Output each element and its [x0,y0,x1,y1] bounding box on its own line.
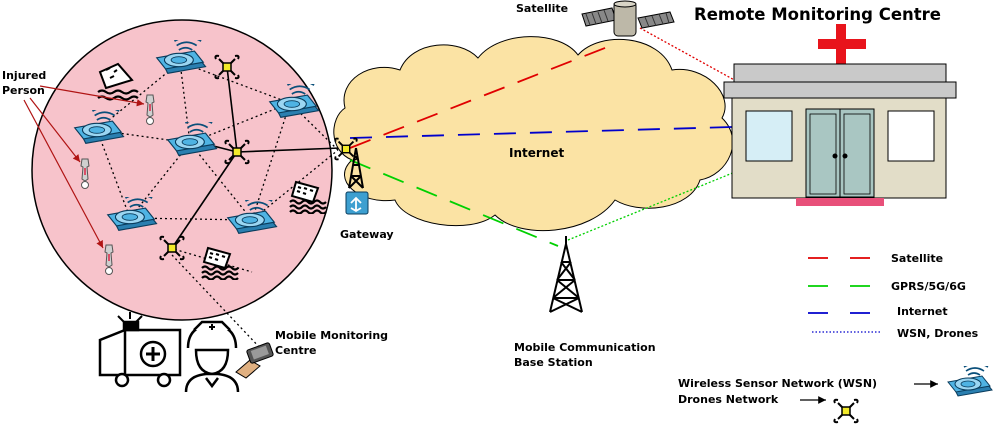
injured-label: Person [2,84,45,97]
sensor-node-icon [947,366,993,397]
legend-item-satellite: Satellite [808,252,943,265]
base-station-to-centre-link [567,169,741,241]
injured-label: Injured [2,69,46,82]
satellite-to-centre-link [639,27,739,83]
legend: Satellite GPRS/5G/6G Internet WSN, Drone… [808,252,979,340]
smartphone-icon[interactable] [235,342,274,379]
router-icon[interactable] [345,191,369,215]
antenna-tower-icon[interactable] [549,236,583,313]
drone-to-mobile-link [171,254,263,351]
legend-item-wsn-drones: WSN, Drones [812,327,979,340]
gprs-link [349,159,559,247]
satellite-label: Satellite [516,2,568,15]
injured-arrows [23,85,145,249]
base-station-label: Mobile Communication [514,341,656,354]
drone-icon [833,398,859,424]
svg-text:WSN, Drones: WSN, Drones [897,327,979,340]
internet-link [349,126,733,139]
legend-item-gprs: GPRS/5G/6G [808,280,966,293]
red-cross-icon [818,24,866,64]
satellite-link [349,43,616,149]
injured-person-icon [104,244,114,276]
mobile-monitoring-label: Mobile Monitoring [275,329,388,342]
mobile-monitoring-label: Centre [275,344,317,357]
svg-text:Satellite: Satellite [891,252,943,265]
page-title: Remote Monitoring Centre [694,5,941,24]
gateway-tower-icon[interactable] [334,137,364,189]
injured-person-icon [145,94,155,126]
collapsed-building-icon [97,62,139,101]
svg-text:GPRS/5G/6G: GPRS/5G/6G [891,280,966,293]
gateway-label: Gateway [340,228,394,241]
ambulance-icon[interactable] [98,312,182,388]
base-station-label: Base Station [514,356,593,369]
injured-person-icon [80,158,90,190]
wsn-network-label: Wireless Sensor Network (WSN) [678,377,877,390]
svg-text:Internet: Internet [897,305,948,318]
hospital-building[interactable] [723,63,957,206]
nurse-icon[interactable] [184,320,240,393]
satellite-icon[interactable] [581,0,675,37]
internet-cloud-label: Internet [509,146,564,160]
legend-item-internet: Internet [808,305,948,318]
drones-network-label: Drones Network [678,393,779,406]
